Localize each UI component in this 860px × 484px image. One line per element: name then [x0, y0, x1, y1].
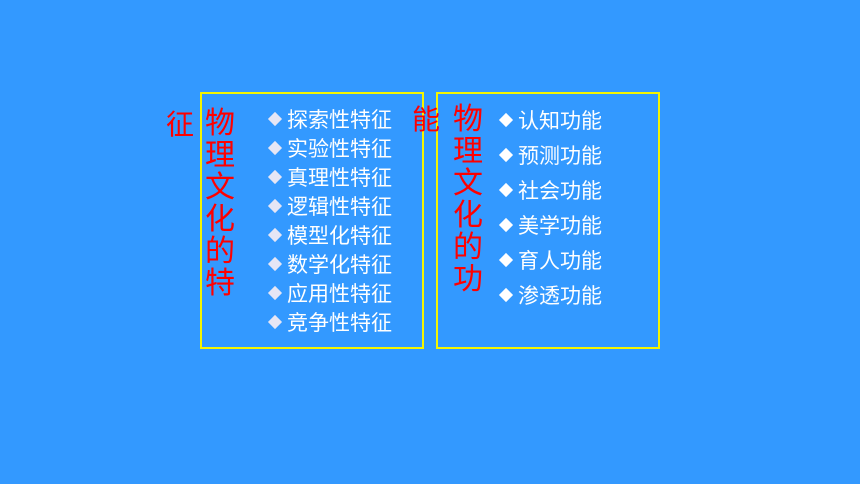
- right-title-char: 功: [453, 262, 483, 297]
- list-item: 数学化特征: [266, 251, 392, 280]
- right-title-char: 文: [453, 166, 483, 201]
- right-stray-char: 能: [412, 103, 441, 136]
- list-item-label: 探索性特征: [287, 108, 392, 132]
- diamond-bullet-icon: [267, 140, 283, 156]
- diamond-bullet-icon: [498, 112, 514, 128]
- diamond-bullet-icon: [267, 169, 283, 185]
- left-title-char: 特: [205, 266, 235, 301]
- right-panel-frame: [436, 92, 660, 349]
- list-item-label: 社会功能: [518, 179, 602, 203]
- diamond-bullet-icon: [498, 287, 514, 303]
- list-item: 渗透功能: [497, 279, 602, 314]
- left-feature-list: 探索性特征 实验性特征 真理性特征 逻辑性特征 模型化特征 数学化特征 应用性特…: [266, 106, 392, 338]
- left-title-char: 物: [205, 106, 235, 141]
- list-item: 认知功能: [497, 104, 602, 139]
- list-item: 育人功能: [497, 244, 602, 279]
- list-item: 探索性特征: [266, 106, 392, 135]
- diamond-bullet-icon: [267, 227, 283, 243]
- diamond-bullet-icon: [267, 111, 283, 127]
- list-item: 实验性特征: [266, 135, 392, 164]
- list-item-label: 数学化特征: [287, 253, 392, 277]
- list-item: 真理性特征: [266, 164, 392, 193]
- diamond-bullet-icon: [498, 182, 514, 198]
- right-title-char: 理: [453, 134, 483, 169]
- list-item-label: 育人功能: [518, 249, 602, 273]
- list-item-label: 美学功能: [518, 214, 602, 238]
- diamond-bullet-icon: [498, 147, 514, 163]
- list-item-label: 竞争性特征: [287, 311, 392, 335]
- list-item-label: 应用性特征: [287, 282, 392, 306]
- list-item-label: 逻辑性特征: [287, 195, 392, 219]
- list-item: 美学功能: [497, 209, 602, 244]
- left-stray-char: 征: [166, 108, 195, 141]
- diamond-bullet-icon: [498, 252, 514, 268]
- left-vertical-title: 物 理 文 化 的 特: [202, 108, 238, 300]
- right-title-char: 的: [453, 230, 483, 265]
- left-panel-frame: [200, 92, 424, 349]
- list-item-label: 认知功能: [518, 109, 602, 133]
- list-item-label: 真理性特征: [287, 166, 392, 190]
- list-item: 社会功能: [497, 174, 602, 209]
- list-item-label: 模型化特征: [287, 224, 392, 248]
- left-title-char: 的: [205, 234, 235, 269]
- diamond-bullet-icon: [267, 198, 283, 214]
- left-title-char: 化: [205, 202, 235, 237]
- list-item: 竞争性特征: [266, 309, 392, 338]
- list-item-label: 实验性特征: [287, 137, 392, 161]
- diamond-bullet-icon: [267, 314, 283, 330]
- left-title-char: 文: [205, 170, 235, 205]
- right-vertical-title: 物 理 文 化 的 功: [450, 104, 486, 296]
- list-item: 模型化特征: [266, 222, 392, 251]
- left-title-char: 理: [205, 138, 235, 173]
- list-item: 逻辑性特征: [266, 193, 392, 222]
- diamond-bullet-icon: [267, 256, 283, 272]
- right-title-char: 化: [453, 198, 483, 233]
- diamond-bullet-icon: [267, 285, 283, 301]
- list-item-label: 预测功能: [518, 144, 602, 168]
- right-title-char: 物: [453, 102, 483, 137]
- diamond-bullet-icon: [498, 217, 514, 233]
- list-item-label: 渗透功能: [518, 284, 602, 308]
- list-item: 应用性特征: [266, 280, 392, 309]
- list-item: 预测功能: [497, 139, 602, 174]
- right-function-list: 认知功能 预测功能 社会功能 美学功能 育人功能 渗透功能: [497, 104, 602, 314]
